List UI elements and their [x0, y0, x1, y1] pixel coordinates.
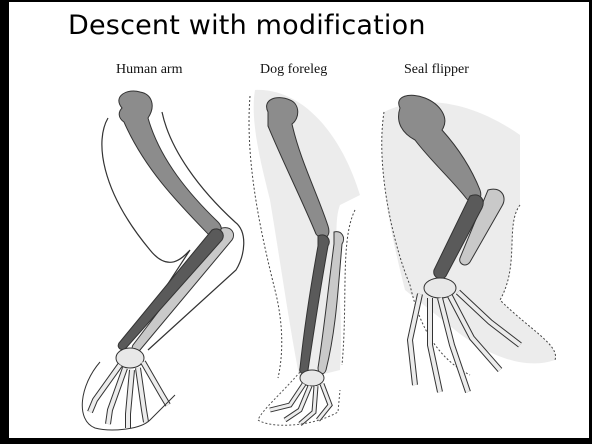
human-hand-bones: [82, 348, 175, 430]
human-humerus: [119, 91, 221, 237]
dog-foreleg-illustration: [249, 90, 360, 425]
seal-flipper-illustration: [382, 95, 556, 392]
dog-paw-bones: [258, 370, 340, 425]
human-ulna: [118, 229, 223, 350]
human-arm-illustration: [82, 91, 243, 430]
